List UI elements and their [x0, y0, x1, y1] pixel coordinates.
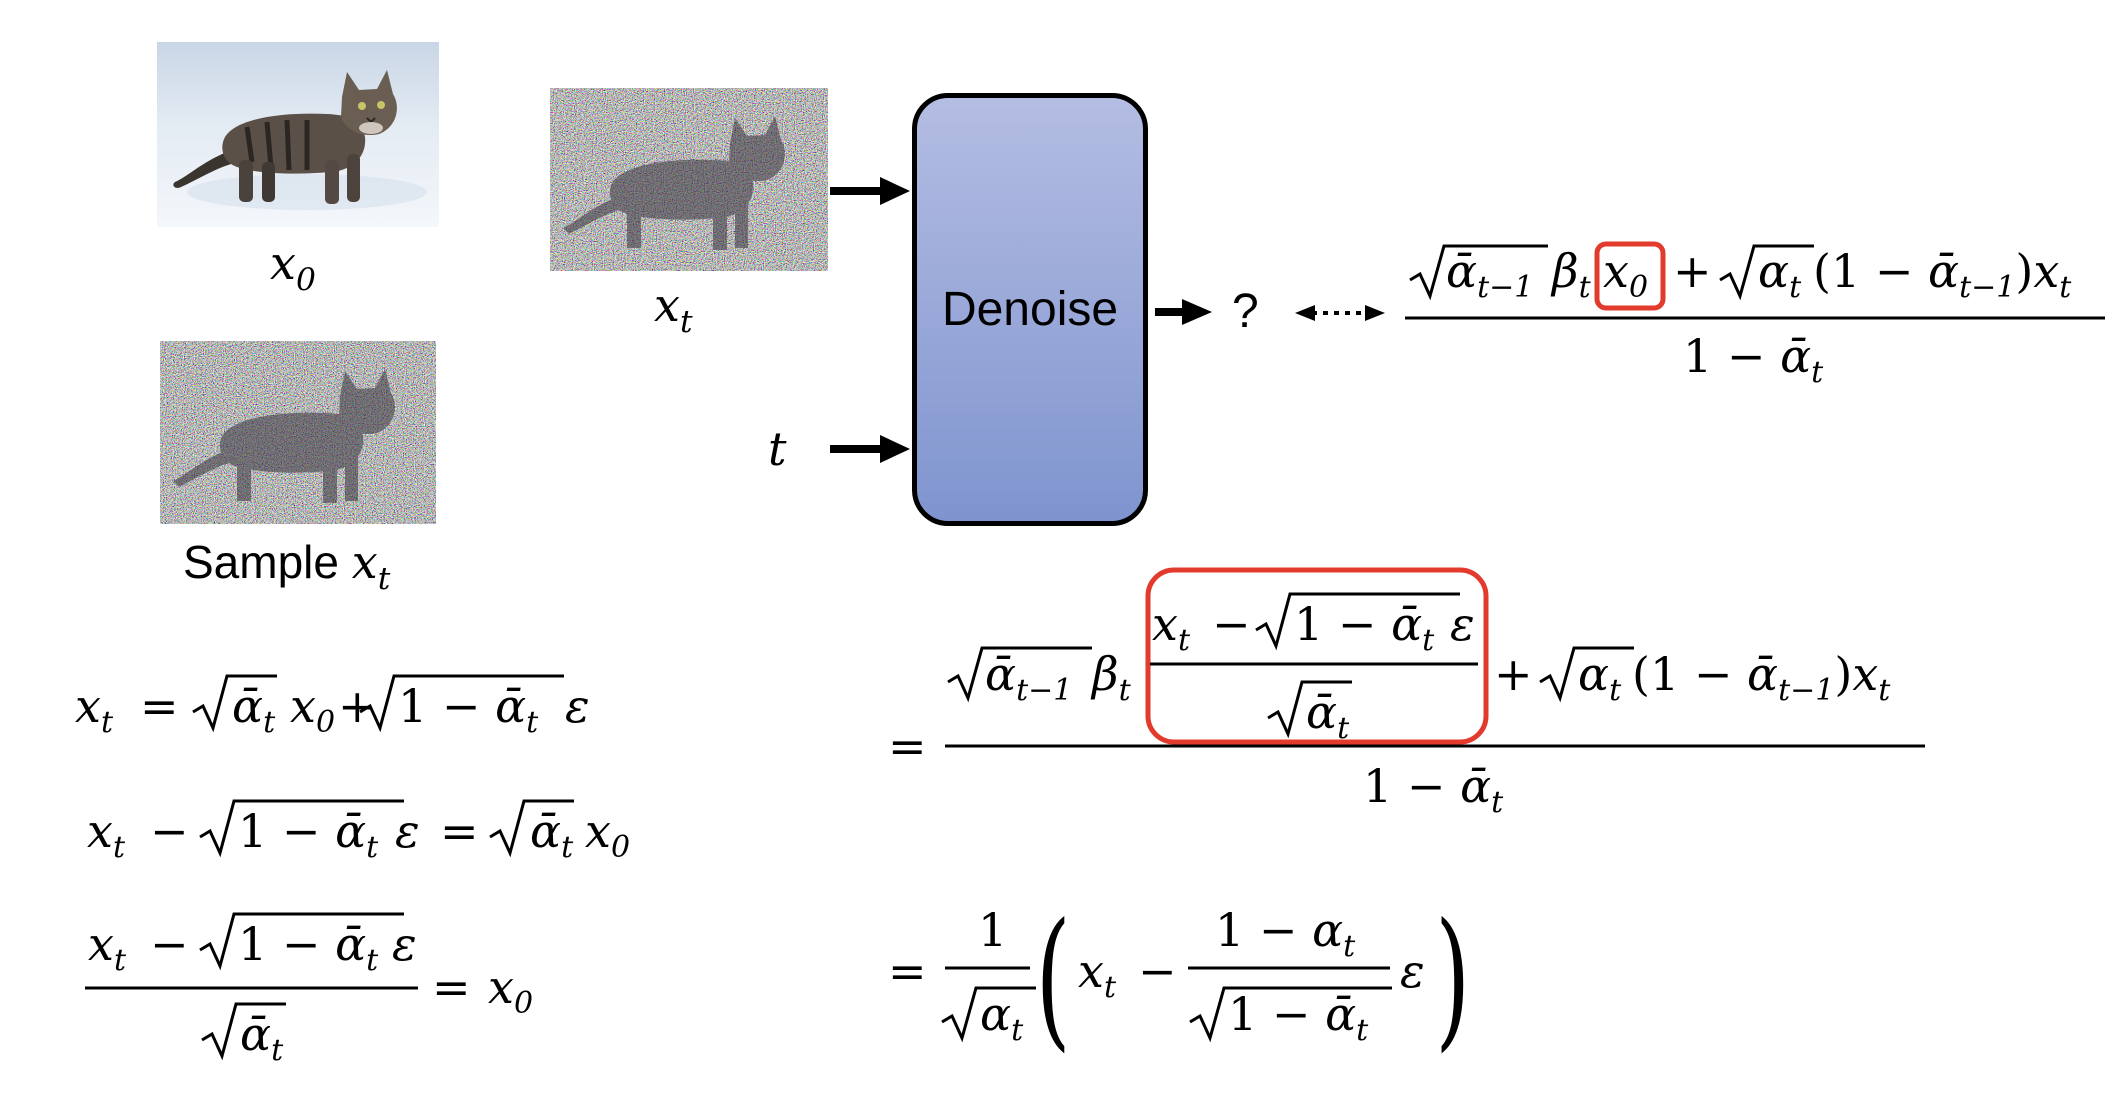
dotted-double-arrow	[1295, 305, 1385, 321]
svg-text:ε: ε	[1450, 597, 1475, 651]
svg-text:ᾱt: ᾱt	[1306, 685, 1350, 746]
sample-label: Sample	[183, 536, 352, 588]
xt-to-denoise-arrow	[830, 177, 910, 205]
eq-left-2: xt − 1 − ᾱt ε = ᾱt x0	[87, 799, 630, 865]
svg-text:ᾱt: ᾱt	[530, 804, 574, 865]
svg-text:ε: ε	[565, 679, 590, 733]
svg-text:1 − αt: 1 − αt	[1215, 903, 1356, 964]
svg-text:1 − ᾱt: 1 − ᾱt	[238, 917, 379, 978]
svg-text:x0: x0	[1603, 244, 1648, 305]
svg-text:ε: ε	[392, 917, 417, 971]
svg-text:αt: αt	[1578, 647, 1622, 708]
svg-text:1 − ᾱt: 1 − ᾱt	[1294, 597, 1435, 658]
svg-text:1 − ᾱt: 1 − ᾱt	[398, 679, 539, 740]
svg-text:−: −	[150, 917, 189, 971]
eq-mid: = ᾱt−1 βt xt − 1 − ᾱt ε ᾱt + αt (1 − ᾱt−…	[888, 567, 1925, 820]
noisy-cat-image-xt	[550, 88, 828, 271]
svg-text:1 − ᾱt: 1 − ᾱt	[1363, 759, 1504, 820]
svg-text:xt: xt	[1078, 944, 1117, 1005]
svg-text:−: −	[1138, 944, 1177, 998]
clean-cat-image	[157, 42, 439, 227]
svg-text:xt: xt	[87, 804, 126, 865]
sample-caption: Sample xt	[183, 535, 390, 597]
question-mark: ?	[1232, 285, 1259, 338]
svg-text:βt: βt	[1550, 244, 1592, 305]
xt-var: x	[654, 278, 680, 332]
x0-var: x	[270, 236, 296, 290]
denoise-output-arrow	[1155, 299, 1212, 325]
sample-var: x	[351, 535, 378, 589]
denoise-label: Denoise	[941, 283, 1119, 336]
svg-text:−: −	[1212, 597, 1251, 651]
svg-text:=: =	[432, 960, 471, 1014]
svg-text:=: =	[888, 719, 927, 773]
svg-text:ε: ε	[1400, 944, 1425, 998]
noisy-cat-image-sample	[160, 341, 436, 524]
svg-text:ᾱt: ᾱt	[232, 679, 276, 740]
svg-text:x0: x0	[290, 679, 335, 740]
svg-text:1: 1	[978, 903, 1007, 957]
svg-text:=: =	[440, 804, 479, 858]
svg-text:1 − ᾱt: 1 − ᾱt	[1683, 329, 1824, 390]
svg-text:(1 − ᾱt−1)xt: (1 − ᾱt−1)xt	[1813, 244, 2072, 305]
x0-substitution-highlight-box	[1145, 567, 1489, 745]
svg-text:ᾱt−1: ᾱt−1	[985, 647, 1072, 708]
svg-text:x0: x0	[585, 804, 630, 865]
x0-caption: x0	[270, 236, 316, 298]
svg-text:−: −	[150, 804, 189, 858]
svg-text:ᾱt−1: ᾱt−1	[1446, 244, 1533, 305]
svg-text:ᾱt: ᾱt	[240, 1007, 284, 1068]
svg-text:αt: αt	[980, 987, 1024, 1048]
svg-text:xt: xt	[88, 917, 127, 978]
svg-text:(1 − ᾱt−1)xt: (1 − ᾱt−1)xt	[1632, 647, 1891, 708]
t-input-label: t	[768, 422, 787, 476]
svg-text:=: =	[140, 679, 179, 733]
eq-top: ᾱt−1 βt x0 + αt (1 − ᾱt−1)xt 1 − ᾱt	[1405, 241, 2105, 390]
xt-sub: t	[679, 303, 693, 340]
eq-bottom: = 1 αt ( xt − 1 − αt 1 − ᾱt ε )	[888, 892, 1470, 1067]
svg-text:βt: βt	[1090, 647, 1132, 708]
svg-text:ε: ε	[395, 804, 420, 858]
svg-text:αt: αt	[1758, 244, 1802, 305]
eq-left-3: xt − 1 − ᾱt ε ᾱt = x0	[85, 912, 533, 1068]
svg-text:xt: xt	[75, 679, 114, 740]
svg-text:+: +	[1494, 647, 1533, 701]
svg-text:x0: x0	[488, 960, 533, 1021]
sample-sub: t	[377, 560, 391, 597]
x0-highlight-box	[1594, 241, 1666, 311]
svg-text:xt: xt	[1152, 597, 1191, 658]
svg-text:): )	[1435, 892, 1470, 1067]
svg-text:1 − ᾱt: 1 − ᾱt	[1228, 987, 1369, 1048]
svg-text:+: +	[1673, 244, 1712, 298]
svg-text:(: (	[1036, 892, 1071, 1067]
denoise-block: Denoise	[912, 93, 1148, 526]
svg-text:=: =	[888, 944, 927, 998]
t-to-denoise-arrow	[830, 435, 910, 463]
svg-text:1 − ᾱt: 1 − ᾱt	[238, 804, 379, 865]
xt-caption: xt	[654, 278, 693, 340]
eq-left-1: xt = ᾱt x0 + 1 − ᾱt ε	[75, 674, 590, 740]
x0-sub: 0	[295, 261, 316, 298]
